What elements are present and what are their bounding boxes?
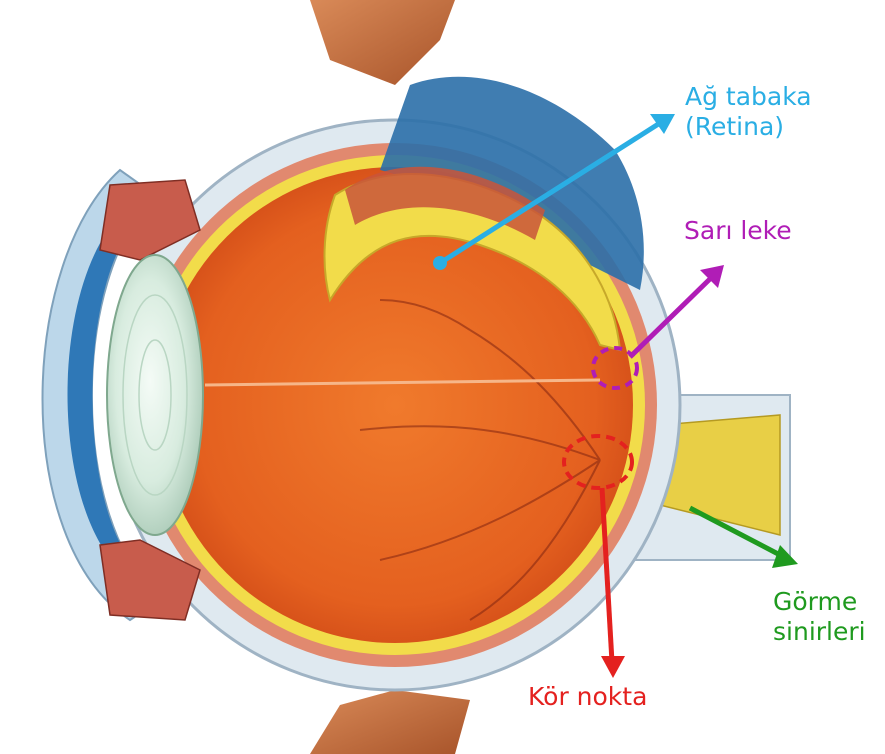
retina-label-line2: (Retina)	[685, 112, 812, 142]
blind-spot-label: Kör nokta	[528, 682, 647, 712]
optic-nerve-label-line1: Görme	[773, 587, 866, 617]
lower-muscle	[310, 690, 470, 754]
retina-label-line1: Ağ tabaka	[685, 82, 812, 112]
retina-label: Ağ tabaka (Retina)	[685, 82, 812, 142]
optic-nerve-label: Görme sinirleri	[773, 587, 866, 647]
macula-label: Sarı leke	[684, 216, 792, 246]
optic-nerve-label-line2: sinirleri	[773, 617, 866, 647]
upper-muscle	[310, 0, 455, 85]
lens	[107, 255, 203, 535]
